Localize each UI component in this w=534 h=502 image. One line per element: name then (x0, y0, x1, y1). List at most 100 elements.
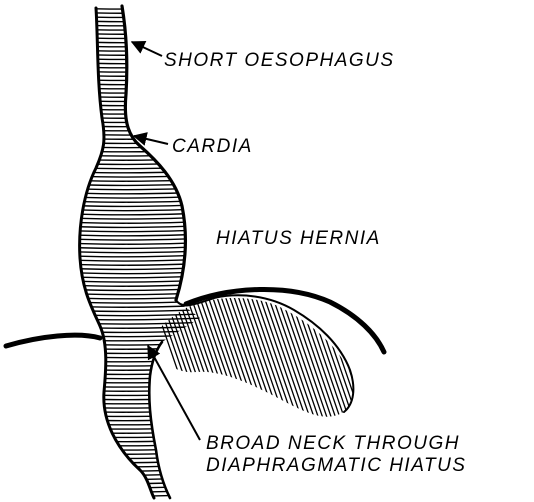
hatch-line (70, 129, 210, 131)
hatch-line (70, 343, 210, 345)
hatch-line (70, 99, 210, 101)
hatch-line (70, 28, 210, 30)
hatch-line (70, 230, 210, 232)
hatch-line (70, 473, 210, 475)
hatch-line (70, 389, 210, 391)
hatch-line (70, 116, 210, 118)
hatch-line (70, 330, 210, 332)
hatch-line (70, 87, 210, 89)
hatch-line (70, 242, 210, 244)
diaphragm-left (6, 335, 100, 346)
hatch-line (70, 284, 210, 286)
hatch-line (70, 356, 210, 358)
hatch-line (70, 36, 210, 38)
hatch-line (70, 347, 210, 349)
label-broad-neck-line2: DIAPHRAGMATIC HIATUS (206, 455, 466, 476)
hatch-line (70, 465, 210, 467)
hatch-line (70, 309, 210, 311)
hatch-line (70, 24, 210, 26)
hatch-line (70, 427, 210, 429)
hatch-line (70, 238, 210, 240)
hatch-line (70, 276, 210, 278)
label-cardia: CARDIA (172, 136, 253, 157)
oesophagus-hatching (70, 7, 210, 500)
hatch-line (70, 91, 210, 93)
hatch-line (70, 267, 210, 269)
hatch-line (70, 377, 210, 379)
hatch-line (70, 490, 210, 492)
hatch-line (70, 423, 210, 425)
hatch-line (70, 402, 210, 404)
hatch-line (70, 74, 210, 76)
hatch-line (70, 406, 210, 408)
hatch-line (70, 288, 210, 290)
label-broad-neck-line1: BROAD NECK THROUGH (206, 433, 460, 454)
hatch-line (70, 372, 210, 374)
hatch-line (70, 251, 210, 253)
hatch-line (70, 221, 210, 223)
label-short-oesophagus: SHORT OESOPHAGUS (164, 50, 395, 71)
hatch-line (70, 477, 210, 479)
stomach-hatching (150, 290, 400, 430)
hatch-line (352, 290, 400, 430)
hatch-line (70, 431, 210, 433)
hatch-line (70, 133, 210, 135)
hatch-line (70, 162, 210, 164)
hatch-line (70, 318, 210, 320)
hatch-line (70, 15, 210, 17)
hatch-line (70, 322, 210, 324)
hatch-line (70, 234, 210, 236)
hatch-line (70, 385, 210, 387)
hatch-line (70, 414, 210, 416)
hatch-line (70, 171, 210, 173)
hatch-line (70, 112, 210, 114)
hatch-line (70, 435, 210, 437)
hatch-line (70, 120, 210, 122)
hatch-line (70, 83, 210, 85)
hatch-line (70, 498, 210, 500)
hatch-line (70, 200, 210, 202)
hatch-line (70, 263, 210, 265)
hatch-line (70, 125, 210, 127)
short-oesophagus-arrow (132, 42, 162, 56)
hatch-line (70, 482, 210, 484)
hatch-line (70, 213, 210, 215)
hatch-line (70, 440, 210, 442)
hatch-line (70, 360, 210, 362)
hatch-line (70, 456, 210, 458)
hatch-line (70, 246, 210, 248)
hatch-line (70, 381, 210, 383)
hatch-line (70, 259, 210, 261)
hatch-line (70, 167, 210, 169)
hatch-line (70, 452, 210, 454)
cardia-arrow (134, 136, 168, 144)
hatch-line (70, 108, 210, 110)
hatch-line (70, 225, 210, 227)
hatch-line (70, 280, 210, 282)
hatch-line (70, 78, 210, 80)
hatch-line (70, 192, 210, 194)
hatch-line (70, 41, 210, 43)
hatch-line (70, 486, 210, 488)
hatch-line (70, 293, 210, 295)
hatch-line (344, 290, 392, 430)
hatch-line (70, 204, 210, 206)
hatch-line (70, 196, 210, 198)
hatch-line (70, 217, 210, 219)
hatch-line (70, 368, 210, 370)
hatch-line (70, 494, 210, 496)
hatch-line (70, 410, 210, 412)
hatch-line (70, 188, 210, 190)
hatch-line (70, 32, 210, 34)
hatch-line (70, 255, 210, 257)
hatch-line (70, 444, 210, 446)
hatch-line (70, 272, 210, 274)
hatch-line (348, 290, 396, 430)
hatch-line (70, 11, 210, 13)
hatch-line (70, 461, 210, 463)
hatch-line (70, 7, 210, 9)
hatch-line (70, 448, 210, 450)
hatch-line (70, 209, 210, 211)
hatch-line (70, 297, 210, 299)
